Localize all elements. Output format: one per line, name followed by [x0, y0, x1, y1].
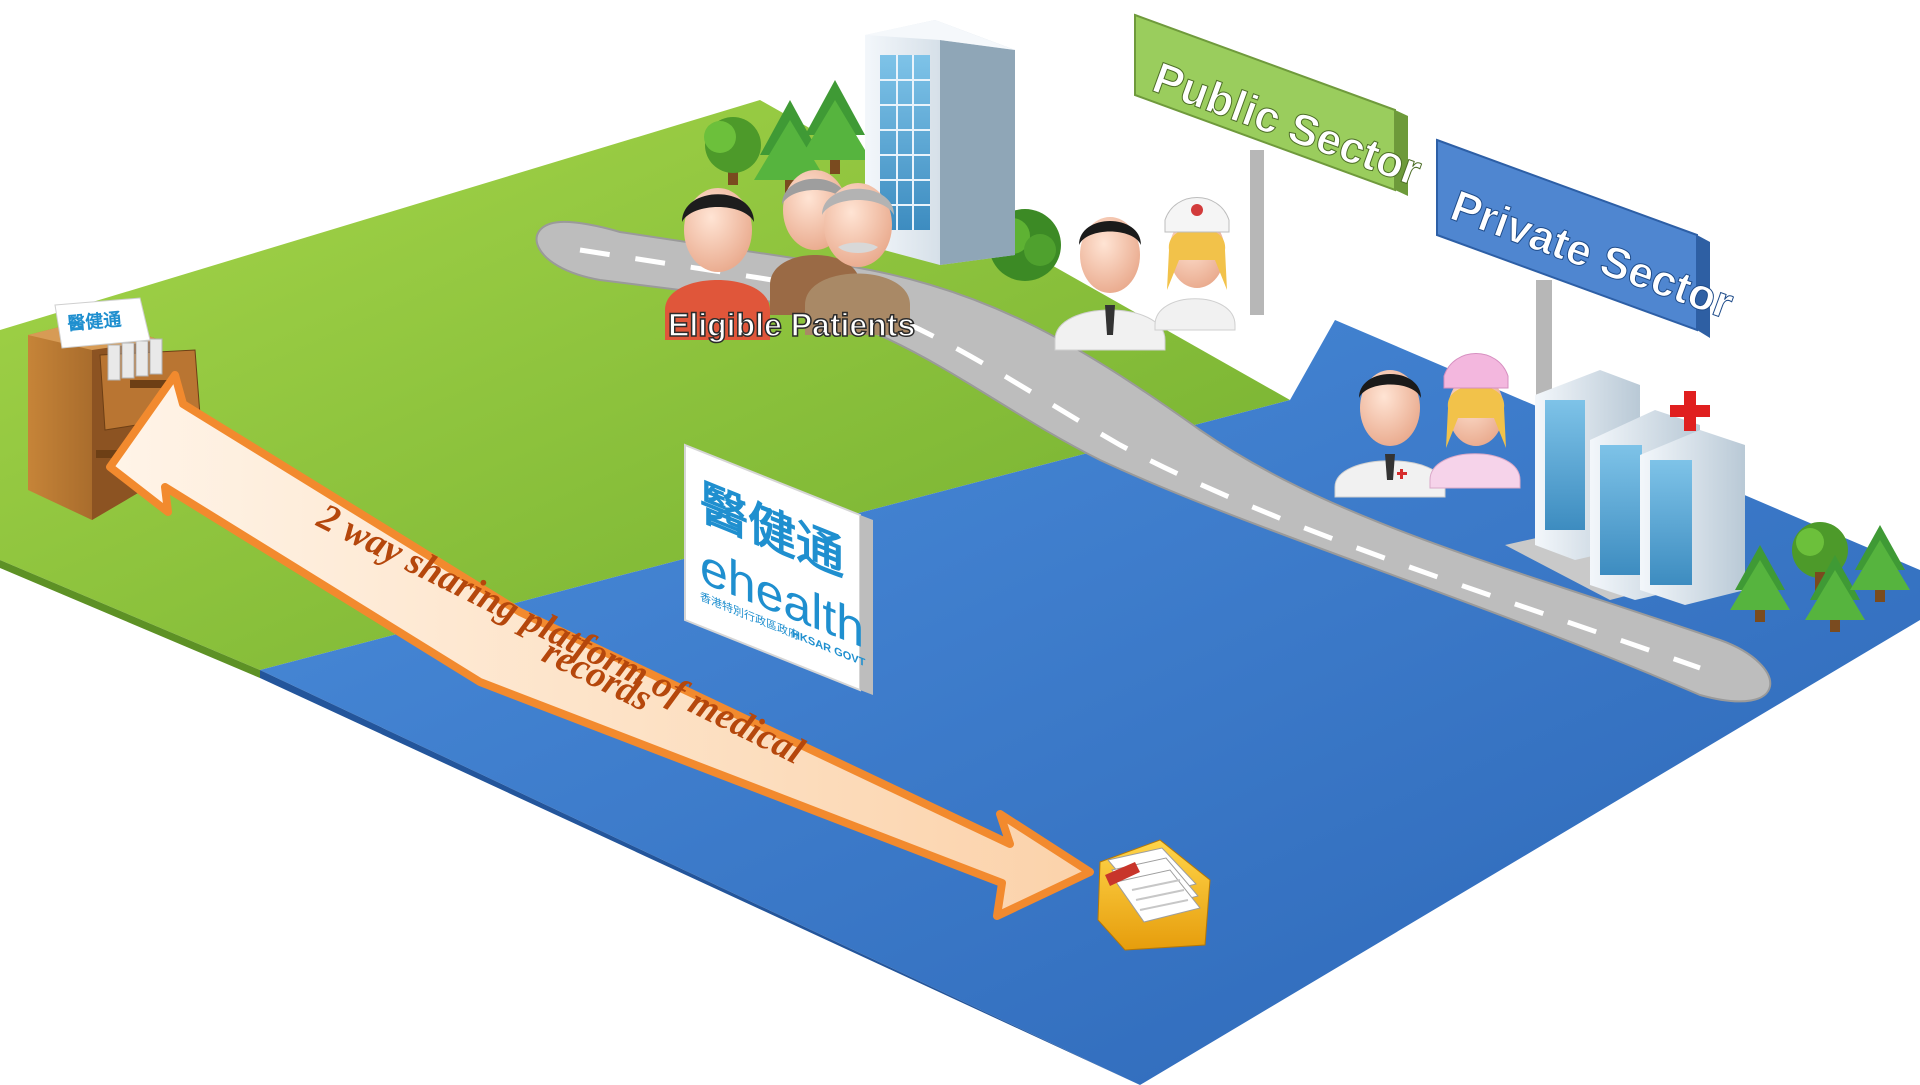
eligible-patients-label: Eligible Patients: [668, 307, 915, 343]
hospital-building-icon: [865, 20, 1015, 265]
hospital-building-icon: [1505, 370, 1745, 605]
tree-icon: [1730, 522, 1910, 632]
nurse-icon: [1154, 197, 1236, 331]
private-water-tile: [260, 320, 1920, 1085]
private-staff: [1334, 353, 1521, 498]
patient-icon: [805, 183, 910, 335]
patient-icon: [665, 188, 770, 340]
medical-folder-icon: [1097, 839, 1211, 951]
nurse-icon: [1429, 353, 1521, 489]
doctor-icon: [1054, 217, 1166, 351]
doctor-icon: [1334, 370, 1446, 498]
svg-text:醫健通: 醫健通: [67, 308, 123, 335]
patient-group: Eligible Patients: [665, 170, 916, 344]
public-staff: [1054, 197, 1236, 351]
